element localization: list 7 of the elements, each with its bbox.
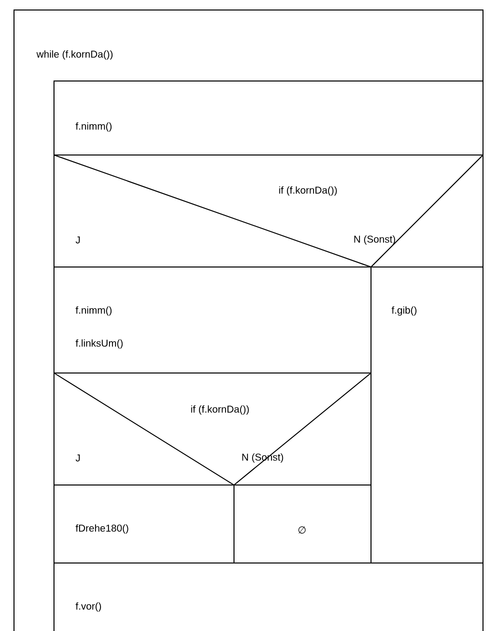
statement-box: fDrehe180() [54, 484, 234, 564]
statement-box: f.nimm() f.linksUm() [54, 266, 372, 374]
statement-box: f.vor() [54, 562, 484, 631]
statement-box: f.nimm() [54, 80, 484, 156]
statement-box: ∅ [234, 484, 372, 564]
decision-block: if (f.kornDa()) J N (Sonst) [54, 154, 484, 268]
statement-box: f.gib() [370, 266, 484, 564]
